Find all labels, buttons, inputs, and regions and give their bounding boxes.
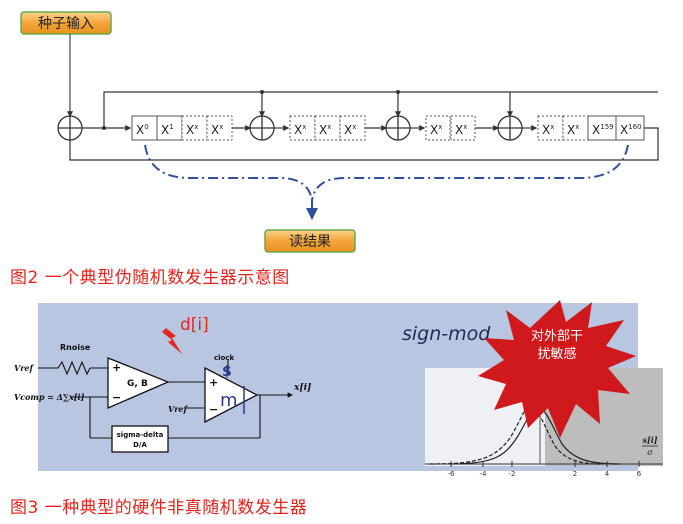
xor-gate-3 bbox=[497, 115, 523, 141]
m-label: m bbox=[220, 390, 238, 411]
read-bus bbox=[144, 144, 629, 220]
d-i-label: d[i] bbox=[180, 315, 209, 335]
burst-text-line-1: 对外部干 bbox=[531, 329, 583, 344]
dollar-label: $ bbox=[222, 364, 232, 380]
register-cell bbox=[131, 115, 158, 141]
register-cell bbox=[425, 115, 451, 141]
register-cell bbox=[615, 115, 645, 141]
axis-tick-label: 6 bbox=[637, 470, 642, 478]
figure3-caption: 图3 一种典型的硬件非真随机数发生器 bbox=[10, 498, 308, 518]
register-cell bbox=[206, 115, 233, 141]
axis-tick-label: -4 bbox=[480, 470, 488, 478]
gain-amplifier bbox=[107, 357, 170, 409]
register-cell bbox=[537, 115, 564, 141]
xor-gate-input bbox=[57, 115, 83, 141]
figure2-caption: 图2 一个典型伪随机数发生器示意图 bbox=[10, 268, 290, 288]
axis-ticks: -6 -4 -2 2 4 6 bbox=[448, 461, 642, 478]
comp-plus: + bbox=[209, 376, 218, 389]
seed-input-label: 种子输入 bbox=[38, 16, 94, 32]
amp-plus: + bbox=[112, 361, 121, 374]
comp-minus: − bbox=[209, 403, 218, 416]
lightning-icon bbox=[162, 328, 182, 354]
register-cell bbox=[450, 115, 476, 141]
comparator bbox=[204, 366, 259, 424]
vref2-label: Vref bbox=[168, 404, 189, 414]
axis-tick-label: 2 bbox=[573, 470, 577, 478]
axis-label: s[i] bbox=[642, 435, 657, 445]
vref-label: Vref bbox=[14, 363, 35, 373]
axis-tick-label: -2 bbox=[509, 470, 516, 478]
xor-gate-2 bbox=[385, 115, 411, 141]
vcomp-label: Vcomp = Δ∑x[i] bbox=[14, 392, 85, 402]
x-out-label: x[i] bbox=[293, 383, 311, 393]
read-result-button: 读结果 bbox=[264, 229, 356, 253]
sign-mode-label: sign-mod bbox=[402, 323, 491, 345]
sigma-delta-line-1: sigma-delta bbox=[117, 431, 164, 439]
sigma-delta-block bbox=[111, 425, 169, 453]
gain-label: G, B bbox=[127, 379, 148, 389]
figure2-diagram: 种子输入 X0 bbox=[20, 11, 659, 253]
circuit-wires bbox=[38, 360, 294, 439]
rnoise-label: Rnoise bbox=[60, 343, 91, 352]
read-result-label: 读结果 bbox=[289, 233, 331, 250]
sigma-delta-line-2: D/A bbox=[133, 441, 147, 449]
interference-burst bbox=[478, 300, 636, 438]
clock-label: clock bbox=[214, 354, 235, 362]
axis-tick-label: -6 bbox=[448, 470, 456, 478]
register-cell bbox=[339, 115, 366, 141]
xor-gate-1 bbox=[249, 115, 275, 141]
seed-input-button: 种子输入 bbox=[20, 11, 112, 35]
amp-minus: − bbox=[112, 391, 121, 404]
burst-text-line-2: 扰敏感 bbox=[537, 346, 576, 362]
axis-tick-label: 4 bbox=[605, 470, 610, 478]
axis-label-denominator: σ bbox=[647, 448, 653, 457]
register-cell bbox=[587, 115, 617, 141]
